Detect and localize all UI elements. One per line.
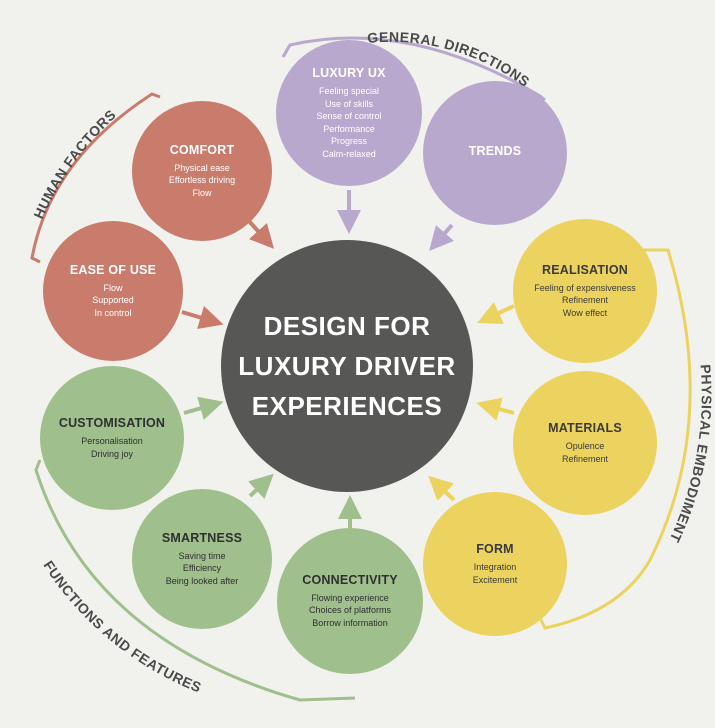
center-title-line-3: EXPERIENCES [251,391,443,421]
functions-features-bracket [34,459,356,702]
node-item: Choices of platforms [308,605,392,616]
node-item: Personalisation [81,436,143,446]
node-ease-of-use: EASE OF USE Flow Supported In control [43,221,183,361]
node-luxury-ux: LUXURY UX Feeling special Use of skills … [276,40,422,186]
arrow-materials [476,397,515,421]
arrow-smartness [248,473,274,499]
node-item: Physical ease [174,162,230,173]
node-item: Saving time [178,550,226,561]
arrow-ease-of-use [181,306,224,330]
node-item: Borrow information [312,617,388,628]
node-smartness: SMARTNESS Saving time Efficiency Being l… [132,489,272,629]
node-item: Feeling special [318,86,380,96]
physical-embodiment-bracket [538,248,692,630]
node-title: EASE OF USE [69,262,157,277]
general-directions-bracket [281,36,546,102]
node-title: TRENDS [468,143,522,158]
node-item: Progress [330,136,367,146]
node-item: Flowing experience [311,592,389,603]
node-trends: TRENDS [423,81,567,225]
arrow-trends [429,223,454,251]
node-title: REALISATION [542,262,628,277]
node-item: Driving joy [90,448,133,459]
node-item: Integration [473,562,517,572]
node-title: FORM [476,542,514,556]
arrow-customisation [183,396,224,420]
node-item: In control [94,307,132,318]
node-form: FORM Integration Excitement [423,492,567,636]
node-item: Efficiency [182,563,222,574]
center-circle: DESIGN FOR LUXURY DRIVER EXPERIENCES [221,240,473,492]
node-item: Feeling of expensiveness [534,282,636,293]
node-comfort: COMFORT Physical ease Effortless driving… [132,101,272,241]
node-item: Refinement [561,295,609,306]
node-item: Supported [92,295,134,306]
node-title: COMFORT [169,142,235,157]
node-customisation: CUSTOMISATION Personalisation Driving jo… [40,366,184,510]
node-materials: MATERIALS Opulence Refinement [513,371,657,515]
human-factors-bracket [30,92,161,264]
node-item: Flow [103,282,123,293]
arrow-form [428,475,456,502]
node-title: CONNECTIVITY [302,572,398,587]
node-item: Wow effect [562,307,608,318]
node-item: Excitement [472,574,518,585]
human-factors-label: HUMAN FACTORS [30,106,119,221]
node-title: MATERIALS [548,421,622,435]
node-item: Opulence [565,441,605,451]
node-title: LUXURY UX [312,66,386,80]
node-item: Refinement [561,453,609,464]
node-title: SMARTNESS [161,530,243,545]
node-item: Calm-relaxed [322,148,376,159]
node-title: CUSTOMISATION [58,416,166,430]
node-item: Sense of control [316,111,382,121]
node-item: Effortless driving [168,175,236,186]
center-title-line-2: LUXURY DRIVER [238,351,456,381]
node-item: Flow [192,187,212,198]
center-title-line-1: DESIGN FOR [263,311,431,341]
arrow-realisation [477,302,515,324]
arrow-comfort [246,218,275,249]
node-realisation: REALISATION Feeling of expensiveness Ref… [513,219,657,363]
node-item: Being looked after [165,575,239,586]
node-item: Performance [323,123,375,134]
node-connectivity: CONNECTIVITY Flowing experience Choices … [277,528,423,674]
node-item: Use of skills [324,98,373,109]
